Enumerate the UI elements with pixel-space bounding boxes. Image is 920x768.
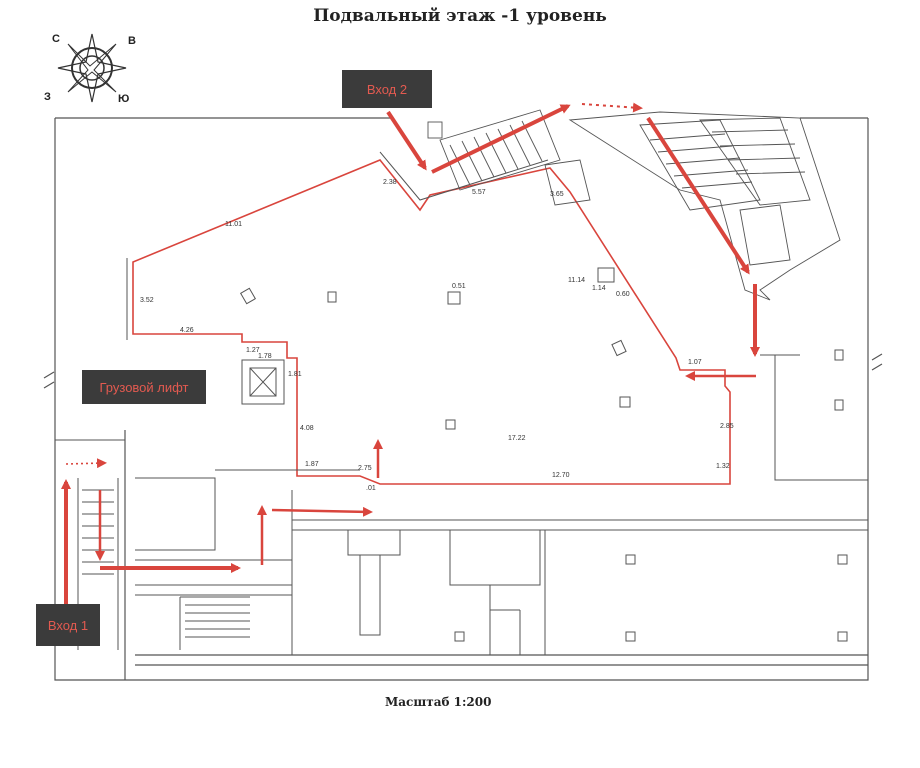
dim-label: 4.08 [300,425,314,432]
plan-title: Подвальный этаж -1 уровень [313,6,607,26]
main-hall-outline [132,159,731,485]
compass-icon: С В Ю З [44,33,136,105]
compass-west: З [44,91,51,103]
dim-label: 1.81 [288,371,302,378]
entrance-1-label: Вход 1 [36,604,100,646]
dim-label: 1.14 [592,285,606,292]
compass-east: В [128,35,136,47]
dim-label: 2.75 [358,465,372,472]
dim-label: 0.51 [452,283,466,290]
dim-label: 1.78 [258,353,272,360]
dim-label: 11.14 [568,277,585,284]
compass-south: Ю [118,93,129,105]
route-arrow [271,506,373,517]
dim-label: 2.85 [720,423,734,430]
compass-north: С [52,33,60,45]
entrance-2-label: Вход 2 [342,70,432,108]
dimension-labels: 11.01 2.38 5.57 3.52 4.26 1.27 1.78 1.81… [140,179,734,492]
dim-label: 2.38 [383,179,397,186]
dim-label: 0.60 [616,291,630,298]
route-arrow [431,104,571,174]
stairs-entrance-2 [427,109,561,191]
rooms-right [760,349,868,481]
route-arrow [646,116,750,275]
dim-label: 1.32 [716,463,730,470]
stairwell-right [544,111,841,301]
scale-label: Масштаб 1:200 [385,695,492,709]
dim-label: 1.27 [246,347,260,354]
dim-label: 5.57 [472,189,486,196]
freight-elevator-label: Грузовой лифт [82,370,206,404]
dim-label: 3.65 [550,191,564,198]
dim-label: 1.07 [688,359,702,366]
columns [239,267,848,642]
dim-label: 4.26 [180,327,194,334]
dim-label: 11.01 [225,221,242,228]
route-arrow [581,102,643,113]
dim-label: .01 [366,485,376,492]
freight-elevator-icon [241,359,285,405]
route-arrow [65,458,107,469]
dim-label: 12.70 [552,472,570,479]
dim-label: 17.22 [508,435,526,442]
lower-rooms [55,439,868,656]
route-arrow [386,110,427,171]
dim-label: 3.52 [140,297,154,304]
dim-label: 1.87 [305,461,319,468]
